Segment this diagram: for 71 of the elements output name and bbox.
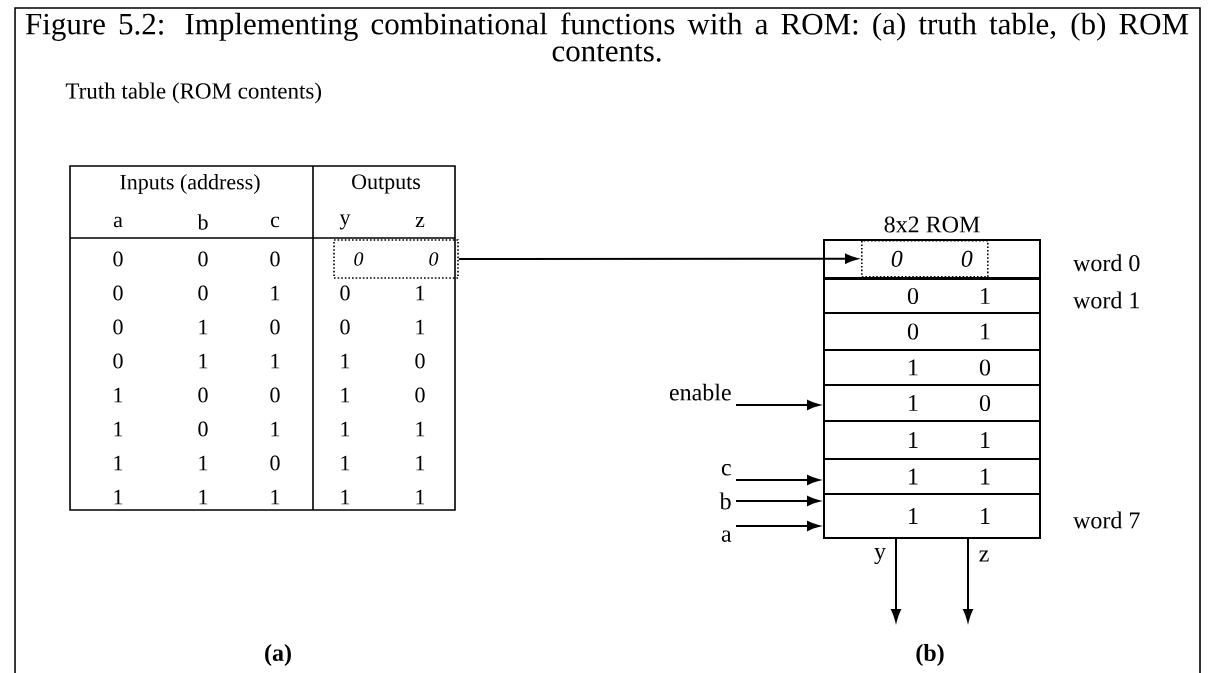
table-cell: 0 — [113, 353, 123, 369]
table-cell: 1 — [199, 489, 208, 505]
arrow — [963, 538, 973, 622]
table-cell: 1 — [341, 353, 350, 369]
table-cell: 0 — [113, 285, 123, 301]
edge-label: z — [979, 550, 989, 562]
table-cell: 0 — [415, 353, 425, 369]
table-cell: 0 — [270, 251, 280, 267]
signal-name: a — [721, 530, 732, 542]
figure-caption: Figure 5.2: Implementing combinational functions with a ROM: (a) truth table, (b) ROM contents. — [25, 12, 1189, 62]
word-label: word 7 — [1073, 511, 1140, 529]
table-cell: 0 — [270, 319, 280, 335]
table-cell: 1 — [416, 319, 425, 335]
table-cell: 0 — [198, 387, 208, 403]
word-label: word 0 — [1073, 254, 1140, 272]
table-cell: 1 — [271, 353, 280, 369]
memory-word-row: 0 1 — [823, 278, 1041, 314]
signal-name: b — [719, 492, 731, 510]
edge-label: y — [874, 547, 886, 565]
memory-word-row: 1 1 — [823, 458, 1041, 495]
table-cell: 1 — [341, 455, 350, 471]
table-cell: 1 — [199, 353, 208, 369]
table-cell: 1 — [271, 489, 280, 505]
table-cell: 0 — [198, 285, 208, 301]
table-cell: 0 — [198, 251, 208, 267]
arrow — [891, 538, 901, 622]
table-cell: 1 — [114, 387, 123, 403]
table-cell: 1 — [341, 489, 350, 505]
memory-word-row: 1 0 — [823, 384, 1041, 422]
table-cell: 1 — [416, 421, 425, 437]
node-label: 8x2 ROM — [884, 216, 980, 233]
column-group-header: Outputs — [352, 174, 421, 194]
table-heading: Truth table (ROM contents) — [65, 82, 321, 104]
signal-name: c — [721, 464, 731, 476]
column-header: a — [113, 216, 123, 228]
table-cell: 1 — [416, 455, 425, 471]
arrow — [735, 475, 820, 485]
word-label: word 1 — [1073, 291, 1139, 309]
highlight-box: 0 0 — [861, 240, 989, 278]
column-header: b — [197, 214, 208, 230]
table-cell: 0 — [270, 455, 280, 471]
table-cell: 0 — [415, 387, 425, 403]
table-cell: 1 — [341, 421, 350, 437]
arrow — [457, 253, 858, 264]
panel-label: (b) — [916, 644, 944, 666]
memory-word-row: 1 1 — [823, 493, 1041, 539]
table-cell: 1 — [114, 421, 123, 437]
table-cell: 1 — [271, 421, 280, 437]
table-cell: 0 — [113, 251, 123, 267]
table-cell: 1 — [114, 455, 123, 471]
arrow — [735, 521, 820, 531]
arrow — [735, 400, 820, 410]
table-cell: 0 — [270, 387, 280, 403]
panel-label: (a) — [265, 644, 291, 666]
table-cell: 1 — [114, 489, 123, 505]
memory-word-row: 1 1 — [823, 420, 1041, 460]
table-cell: 1 — [271, 285, 280, 301]
table-cell: 0 — [340, 319, 350, 335]
table-cell: 1 — [341, 387, 350, 403]
highlight-box: 0 0 — [333, 239, 459, 279]
signal-name: enable — [669, 383, 731, 401]
table-cell: 1 — [416, 489, 425, 505]
table-cell: 1 — [199, 319, 208, 335]
arrow — [735, 496, 820, 506]
column-group-header: Inputs (address) — [120, 174, 260, 194]
column-header: c — [270, 216, 280, 228]
table-cell: 1 — [199, 455, 208, 471]
memory-word-row: 1 0 — [823, 349, 1041, 386]
memory-word-row: 0 1 — [823, 312, 1041, 351]
table-cell: 0 — [198, 421, 208, 437]
table-cell: 0 — [113, 319, 123, 335]
